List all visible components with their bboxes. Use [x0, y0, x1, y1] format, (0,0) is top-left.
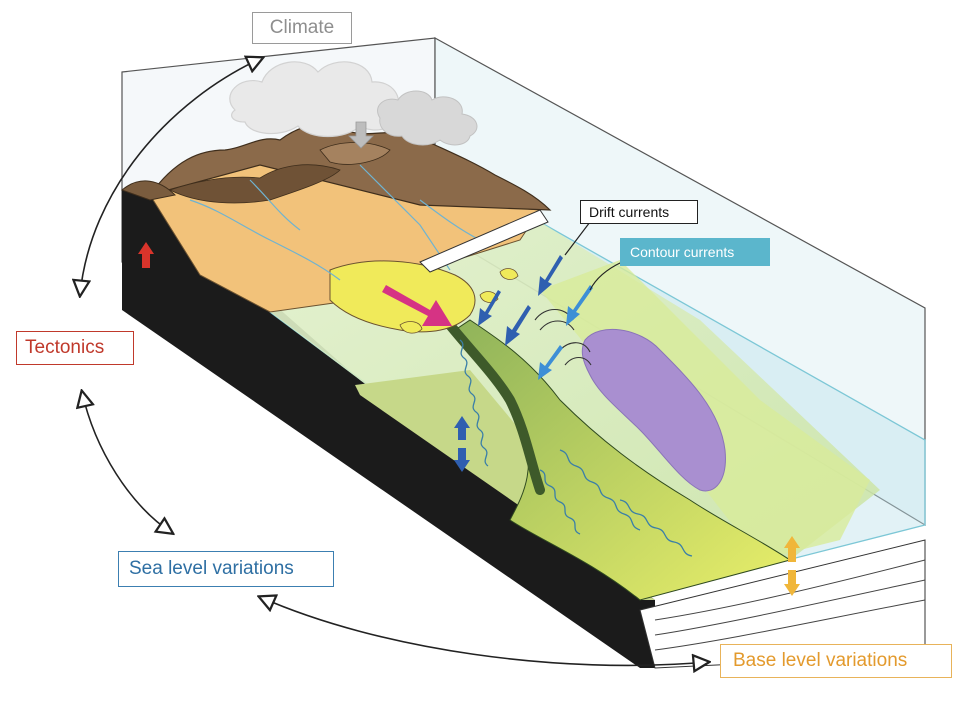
drift-currents-label: Drift currents [580, 200, 698, 224]
sea-level-arrow-icon [454, 416, 470, 472]
drift-current-arrow-icon [478, 255, 593, 380]
sediment-flow-arrow-icon [382, 285, 452, 326]
contour-currents-label: Contour currents [620, 238, 770, 266]
label-pointers [564, 221, 623, 291]
cycle-arrows [80, 58, 708, 665]
climate-label: Climate [252, 12, 352, 44]
coastal-cliff [419, 209, 549, 273]
contourite-drift [581, 328, 726, 492]
base-level-variations-label: Base level variations [720, 644, 952, 678]
tectonics-label: Tectonics [16, 331, 134, 365]
base-level-arrow-icon [784, 536, 800, 596]
cloud-icon [229, 61, 478, 149]
sea-level-variations-label: Sea level variations [118, 551, 334, 587]
